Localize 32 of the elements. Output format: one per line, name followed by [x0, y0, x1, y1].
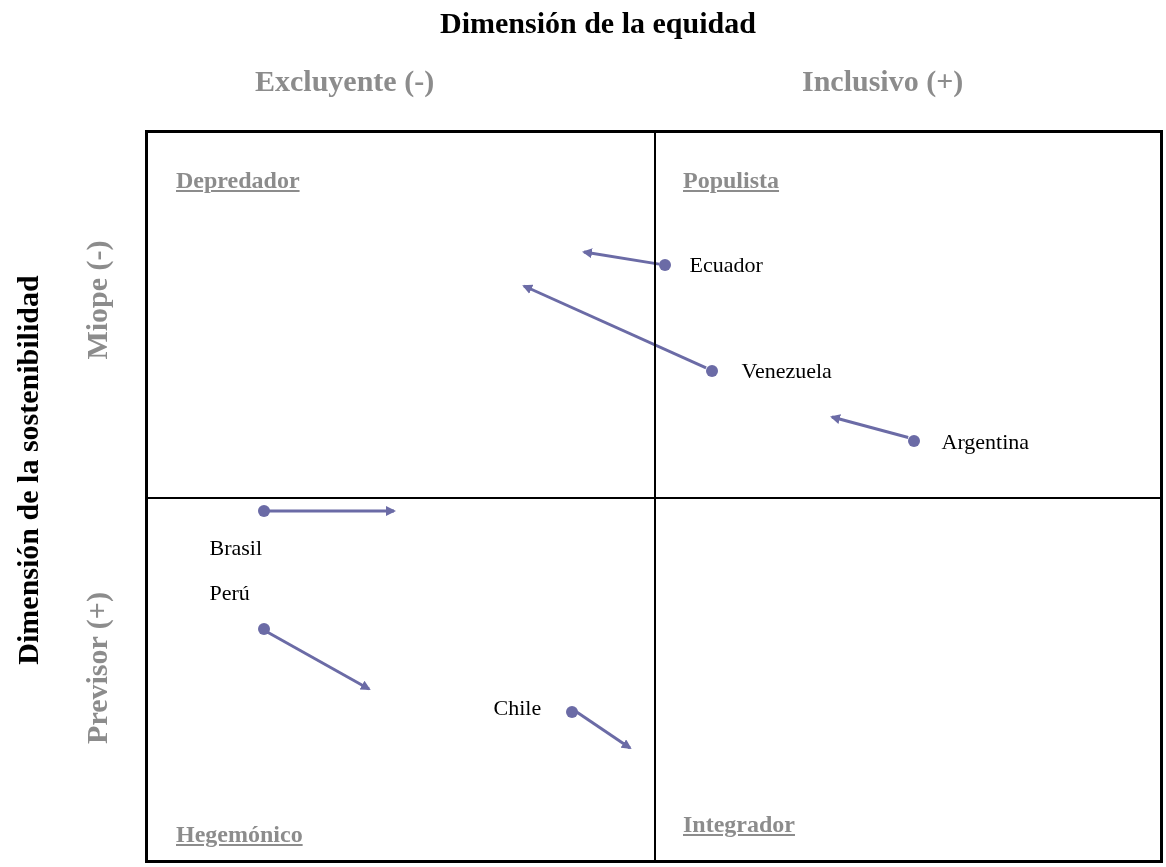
marker-dot [257, 622, 270, 635]
arrow [830, 414, 909, 439]
country-label: Ecuador [689, 251, 763, 278]
row-label: Previsor (+) [80, 592, 114, 744]
marker-dot [658, 258, 671, 271]
quadrant-box [145, 498, 655, 863]
quadrant-box [655, 130, 1163, 498]
column-label: Excluyente (-) [255, 64, 435, 98]
country-label: Brasil [209, 534, 263, 561]
row-label: Miope (-) [80, 240, 114, 360]
arrow [268, 506, 396, 516]
arrow [266, 630, 371, 691]
country-label: Chile [493, 694, 542, 721]
marker-dot [565, 705, 578, 718]
column-label: Inclusivo (+) [802, 64, 964, 98]
arrow [522, 284, 707, 370]
marker-dot [705, 364, 718, 377]
arrow [582, 248, 660, 266]
quadrant-box [145, 130, 655, 498]
quadrant-label: Populista [683, 167, 780, 194]
country-label: Venezuela [741, 357, 832, 384]
quadrant-label: Hegemónico [176, 821, 303, 848]
quadrant-label: Integrador [683, 811, 795, 838]
quadrant-box [655, 498, 1163, 863]
marker-dot [257, 504, 270, 517]
country-label: Perú [209, 579, 250, 606]
axis-title: Dimensión de la equidad [440, 6, 756, 40]
quadrant-label: Depredador [176, 167, 300, 194]
axis-title: Dimensión de la sostenibilidad [11, 275, 45, 665]
marker-dot [907, 434, 920, 447]
country-label: Argentina [941, 428, 1030, 455]
arrow [575, 710, 632, 750]
